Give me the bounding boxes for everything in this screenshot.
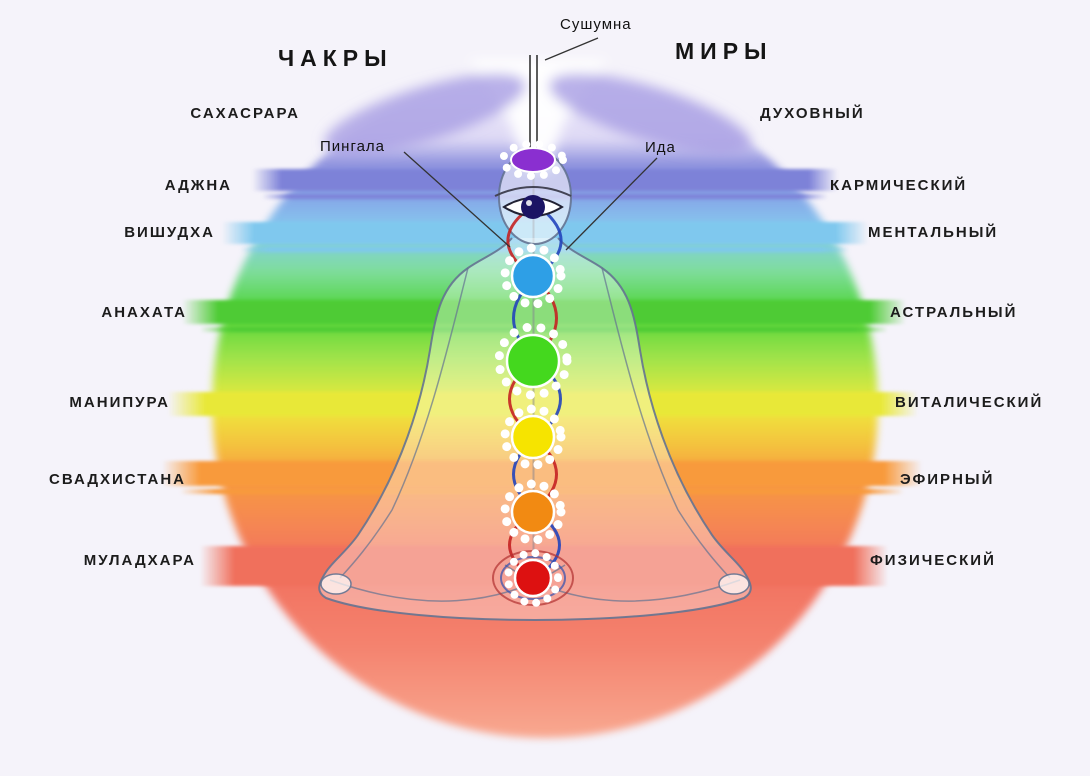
label-world-mental: МЕНТАЛЬНЫЙ [868,224,999,241]
label-anahata: АНАХАТА [101,304,187,321]
band-svadhisthana-thin [180,489,904,494]
sushumna-label: Сушумна [560,16,632,33]
leader-lines [403,37,658,251]
left-column-title: ЧАКРЫ [278,45,393,71]
chakra-manipura [500,404,566,470]
pingala-label: Пингала [320,138,386,155]
band-anahata [182,300,906,324]
right-column-title: МИРЫ [675,38,773,64]
label-world-vital: ВИТАЛИЧЕСКИЙ [895,394,1044,411]
chakra-vishuddha [500,243,566,309]
ida-label: Ида [645,139,676,156]
label-world-spiritual: ДУХОВНЫЙ [760,105,865,122]
label-world-etheric: ЭФИРНЫЙ [900,471,995,488]
label-muladhara: МУЛАДХАРА [83,552,196,569]
label-world-astral: АСТРАЛЬНЫЙ [890,304,1018,321]
label-world-karmic: КАРМИЧЕСКИЙ [830,177,968,194]
chakra-sahasrara [499,140,567,180]
crown-aura-wings [324,60,751,170]
chakra-svadhisthana [500,479,566,545]
label-svadhisthana: СВАДХИСТАНА [49,471,186,488]
chakra-ajna-eye [494,186,572,219]
label-ajna: АДЖНА [164,177,232,194]
label-vishuddha: ВИШУДХА [124,224,215,241]
chakra-muladhara [504,549,562,607]
chakra-anahata [494,322,572,400]
label-world-physical: ФИЗИЧЕСКИЙ [870,552,996,569]
label-sahasrara: САХАСРАРА [190,105,300,122]
label-manipura: МАНИПУРА [69,394,170,411]
